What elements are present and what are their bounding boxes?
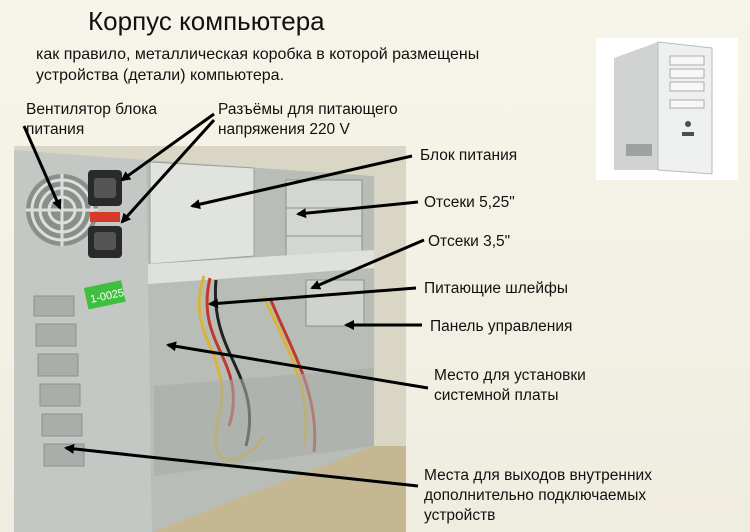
label-slots-line1: Места для выходов внутренних <box>424 467 652 484</box>
label-psu: Блок питания <box>420 147 518 164</box>
tower-photo <box>596 38 738 180</box>
label-bays-35: Отсеки 3,5" <box>428 233 511 250</box>
label-expansion-slots: Места для выходов внутренних дополнитель… <box>424 466 652 526</box>
slide-title: Корпус компьютера <box>88 6 325 36</box>
label-fan: Вентилятор блока питания <box>26 100 157 140</box>
label-connectors: Разъёмы для питающего напряжения 220 V <box>218 100 398 140</box>
label-connectors-line2: напряжения 220 V <box>218 121 350 138</box>
case-photo: 1-0025 <box>14 146 406 532</box>
label-slots-line2: дополнительно подключаемых <box>424 487 647 504</box>
label-slots-line3: устройств <box>424 507 496 524</box>
label-bays-525: Отсеки 5,25" <box>424 194 515 211</box>
label-fan-line1: Вентилятор блока <box>26 101 157 118</box>
label-connectors-line1: Разъёмы для питающего <box>218 101 398 118</box>
slide-subtitle: как правило, металлическая коробка в кот… <box>36 46 480 84</box>
label-motherboard-line1: Место для установки <box>434 367 586 384</box>
label-cables: Питающие шлейфы <box>424 280 568 297</box>
label-control-panel: Панель управления <box>430 318 573 335</box>
label-motherboard: Место для установки системной платы <box>434 366 586 406</box>
label-motherboard-line2: системной платы <box>434 387 559 404</box>
label-fan-line2: питания <box>26 121 85 138</box>
